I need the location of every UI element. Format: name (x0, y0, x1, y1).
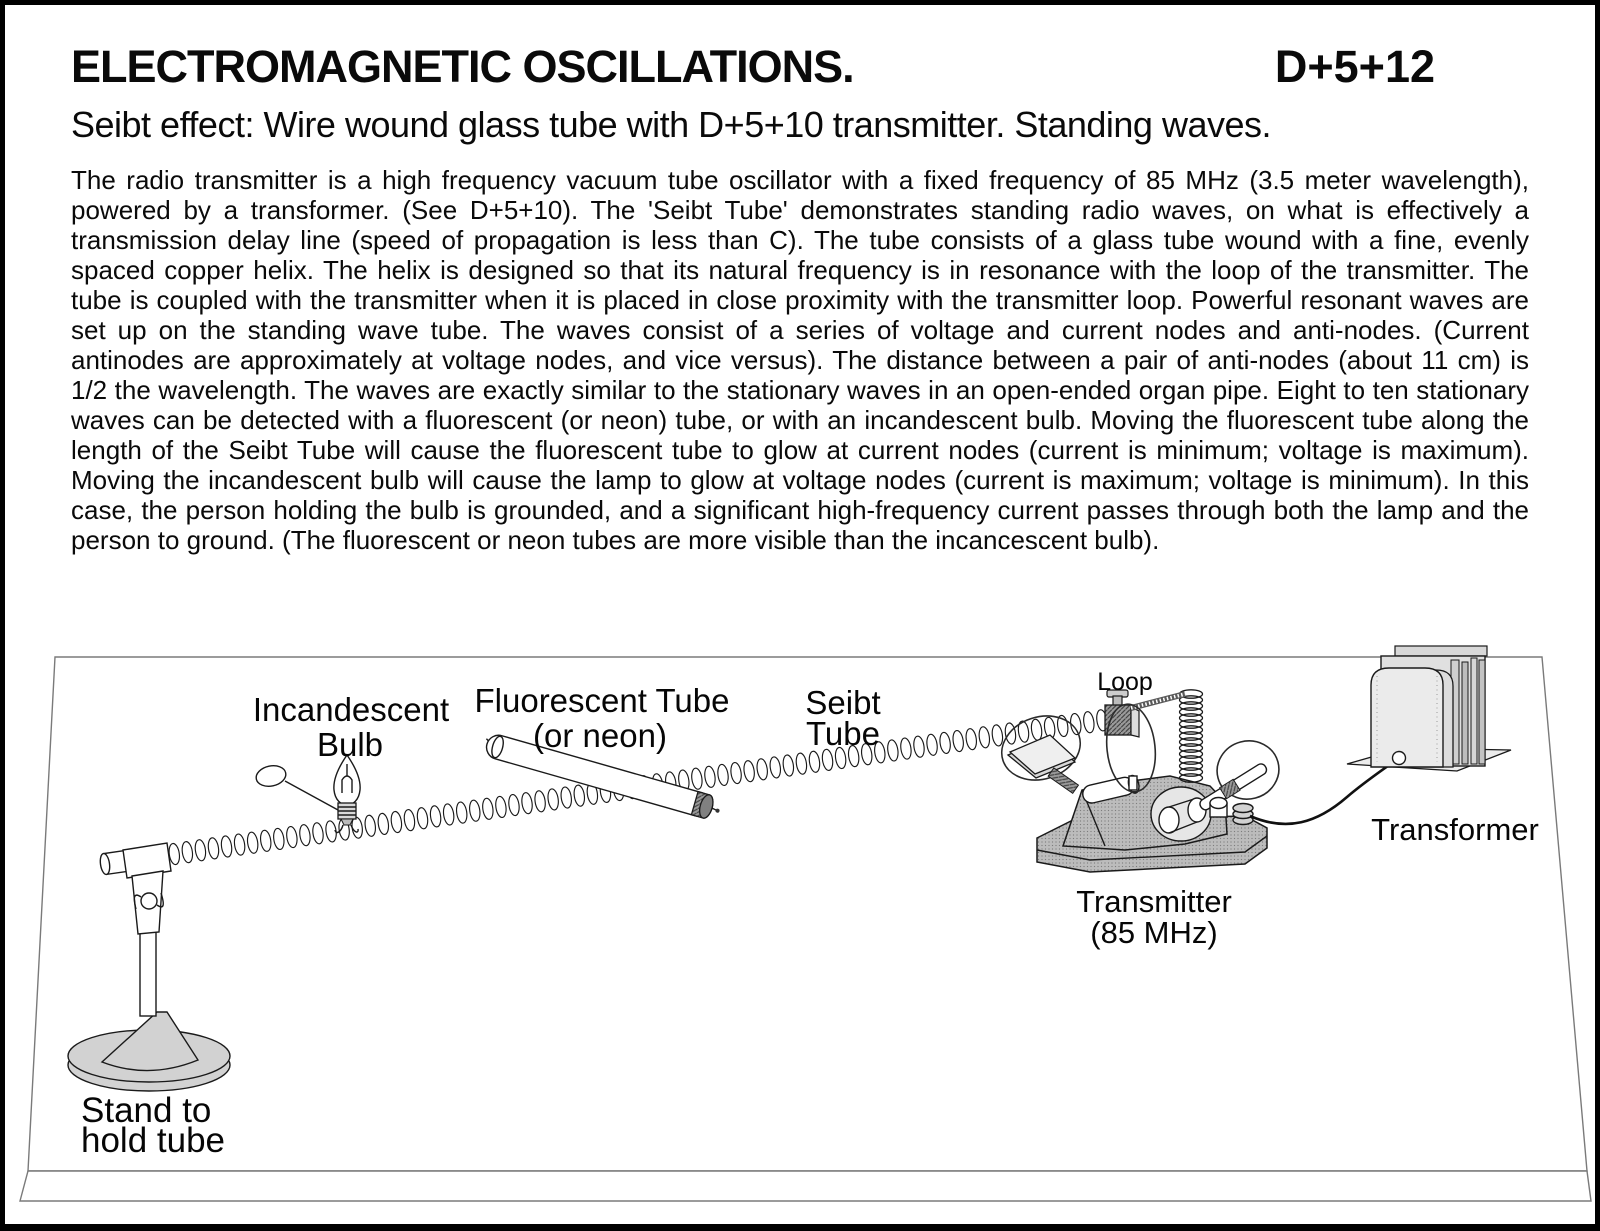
stand-rod (139, 929, 157, 1017)
description-paragraph: The radio transmitter is a high frequenc… (71, 165, 1529, 555)
transformer-front-plate (1370, 667, 1444, 768)
label-seibt-line1: Seibt (805, 684, 880, 721)
stand-clamp (122, 842, 172, 935)
label-incandescent-line2: Bulb (317, 726, 383, 763)
transmitter-knobs (1209, 796, 1254, 826)
label-fluorescent-line1: Fluorescent Tube (475, 682, 730, 719)
stand-cone (100, 1011, 200, 1072)
catalog-code: D+5+12 (1274, 41, 1435, 92)
transformer (1346, 645, 1512, 772)
title-row: ELECTROMAGNETIC OSCILLATIONS. D+5+12 (71, 41, 1529, 93)
label-fluorescent-line2: (or neon) (533, 717, 667, 754)
label-transformer: Transformer (1371, 812, 1539, 847)
page-subtitle: Seibt effect: Wire wound glass tube with… (71, 104, 1272, 145)
page-title: ELECTROMAGNETIC OSCILLATIONS. (71, 41, 855, 92)
transmitter-wire-circle-right (1216, 740, 1280, 800)
wire-terminal (1391, 750, 1407, 766)
power-wire (1249, 758, 1397, 826)
label-seibt-line2: Tube (806, 715, 880, 752)
document-content: ELECTROMAGNETIC OSCILLATIONS. D+5+12 Sei… (5, 41, 1595, 555)
fluorescent-tube (485, 734, 720, 819)
incandescent-bulb (255, 753, 361, 834)
capacitor-plate (1008, 734, 1077, 775)
coupling-loop (1105, 703, 1157, 793)
tube-stand (67, 842, 231, 1092)
bulb-disc (255, 765, 287, 787)
label-incandescent-line1: Incandescent (253, 691, 449, 728)
coupling-wire (1130, 691, 1186, 711)
label-stand-line2: hold tube (81, 1121, 225, 1160)
transformer-laminations (1450, 657, 1486, 765)
label-stand-line1: Stand to (81, 1091, 211, 1130)
label-transmitter-line1: Transmitter (1076, 884, 1232, 919)
table-front-edge (19, 1170, 1592, 1202)
spring-coil (1178, 689, 1204, 783)
transmitter (1000, 689, 1280, 873)
label-loop: Loop (1097, 668, 1153, 696)
tube-end-clamp (1104, 689, 1140, 738)
apparatus-diagram: Incandescent Bulb Fluorescent Tube (or n… (19, 645, 1592, 1202)
label-transmitter-line2: (85 MHz) (1090, 915, 1217, 950)
